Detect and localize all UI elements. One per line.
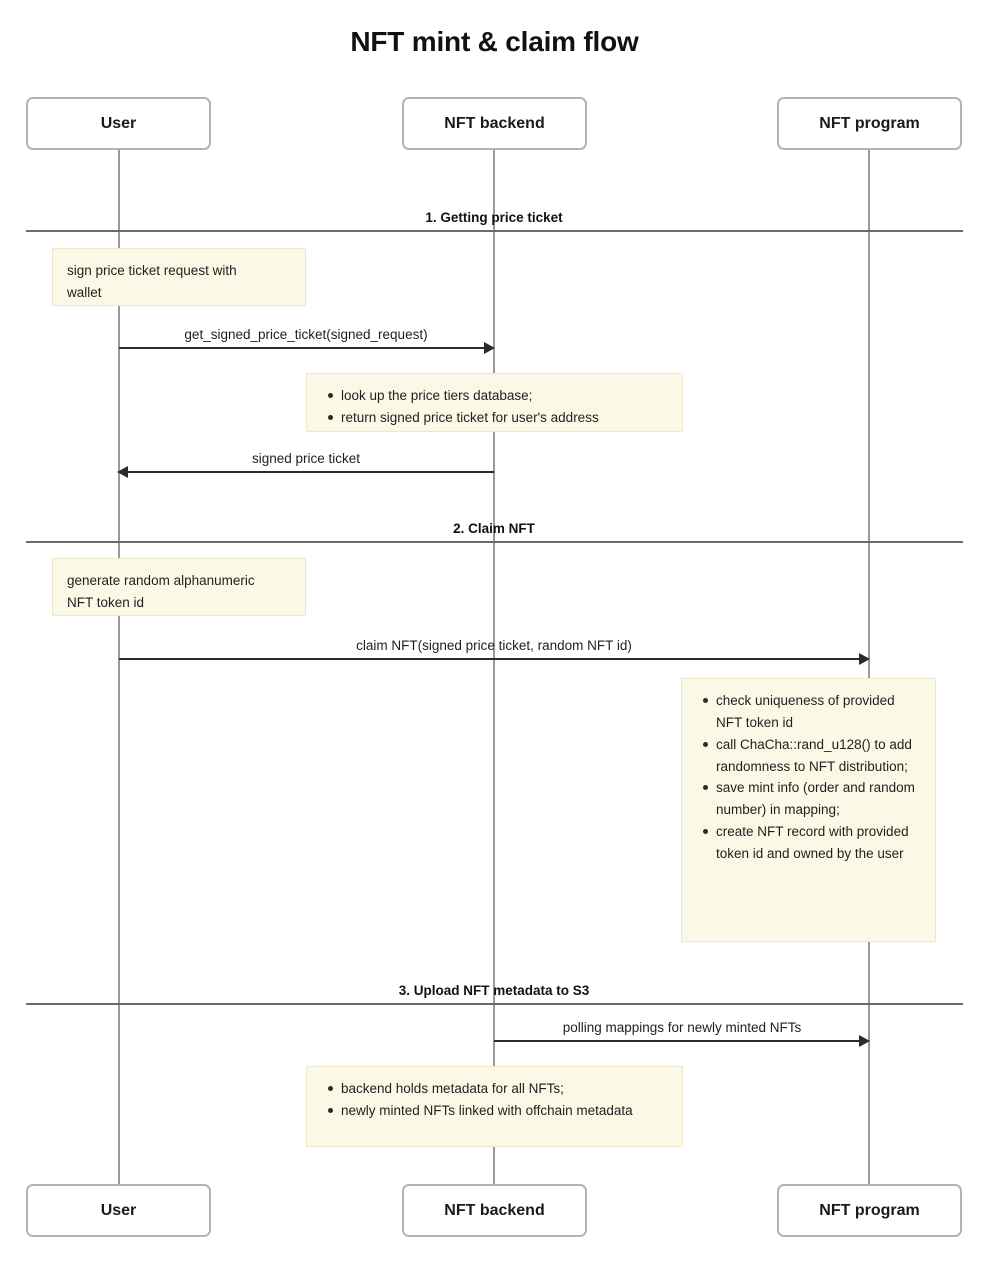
- section-label-2: 2. Claim NFT: [453, 521, 535, 536]
- participant-label: NFT program: [819, 114, 920, 132]
- note-text: generate random alphanumeric NFT token i…: [67, 573, 255, 610]
- message-arrowhead-1: [484, 342, 495, 354]
- message-line-1: [119, 347, 485, 349]
- message-label-3: claim NFT(signed price ticket, random NF…: [356, 638, 632, 653]
- note-list-item: backend holds metadata for all NFTs;: [328, 1078, 668, 1100]
- participant-backend-top[interactable]: NFT backend: [402, 97, 587, 150]
- message-arrowhead-2: [117, 466, 128, 478]
- message-label-2: signed price ticket: [251, 451, 361, 466]
- section-divider-1: [26, 230, 963, 232]
- section-label-1: 1. Getting price ticket: [425, 210, 563, 225]
- note-list-item: check uniqueness of provided NFT token i…: [703, 690, 921, 734]
- section-divider-3: [26, 1003, 963, 1005]
- note-list: backend holds metadata for all NFTs; new…: [321, 1078, 668, 1122]
- message-line-4: [494, 1040, 860, 1042]
- message-label-1: get_signed_price_ticket(signed_request): [184, 327, 428, 342]
- participant-backend-bottom[interactable]: NFT backend: [402, 1184, 587, 1237]
- note-list-item: look up the price tiers database;: [328, 385, 668, 407]
- note-list-item: return signed price ticket for user's ad…: [328, 407, 668, 429]
- section-label-3: 3. Upload NFT metadata to S3: [398, 983, 590, 998]
- note-generate-token-id: generate random alphanumeric NFT token i…: [52, 558, 306, 616]
- participant-program-bottom[interactable]: NFT program: [777, 1184, 962, 1237]
- participant-program-top[interactable]: NFT program: [777, 97, 962, 150]
- participant-label: User: [100, 114, 137, 132]
- participant-label: NFT backend: [444, 114, 545, 132]
- note-price-tiers-lookup: look up the price tiers database; return…: [306, 373, 683, 432]
- note-list-item: save mint info (order and random number)…: [703, 777, 921, 821]
- note-list-item: newly minted NFTs linked with offchain m…: [328, 1100, 668, 1122]
- note-list-item: call ChaCha::rand_u128() to add randomne…: [703, 734, 921, 778]
- note-sign-price-ticket: sign price ticket request with wallet: [52, 248, 306, 306]
- message-line-3: [119, 658, 860, 660]
- note-text: sign price ticket request with wallet: [67, 263, 237, 300]
- note-backend-metadata: backend holds metadata for all NFTs; new…: [306, 1066, 683, 1147]
- note-list-item: create NFT record with provided token id…: [703, 821, 921, 865]
- page-title: NFT mint & claim flow: [350, 26, 639, 57]
- participant-user-top[interactable]: User: [26, 97, 211, 150]
- message-line-2: [128, 471, 494, 473]
- participant-label: NFT backend: [444, 1201, 545, 1219]
- note-nft-program-actions: check uniqueness of provided NFT token i…: [681, 678, 936, 942]
- participant-label: User: [100, 1201, 137, 1219]
- note-list: check uniqueness of provided NFT token i…: [696, 690, 921, 865]
- lifeline-user: [118, 150, 120, 1185]
- message-arrowhead-4: [859, 1035, 870, 1047]
- participant-user-bottom[interactable]: User: [26, 1184, 211, 1237]
- message-label-4: polling mappings for newly minted NFTs: [562, 1020, 802, 1035]
- note-list: look up the price tiers database; return…: [321, 385, 668, 429]
- lifeline-backend: [493, 150, 495, 1185]
- message-arrowhead-3: [859, 653, 870, 665]
- lifeline-program: [868, 150, 870, 1185]
- section-divider-2: [26, 541, 963, 543]
- participant-label: NFT program: [819, 1201, 920, 1219]
